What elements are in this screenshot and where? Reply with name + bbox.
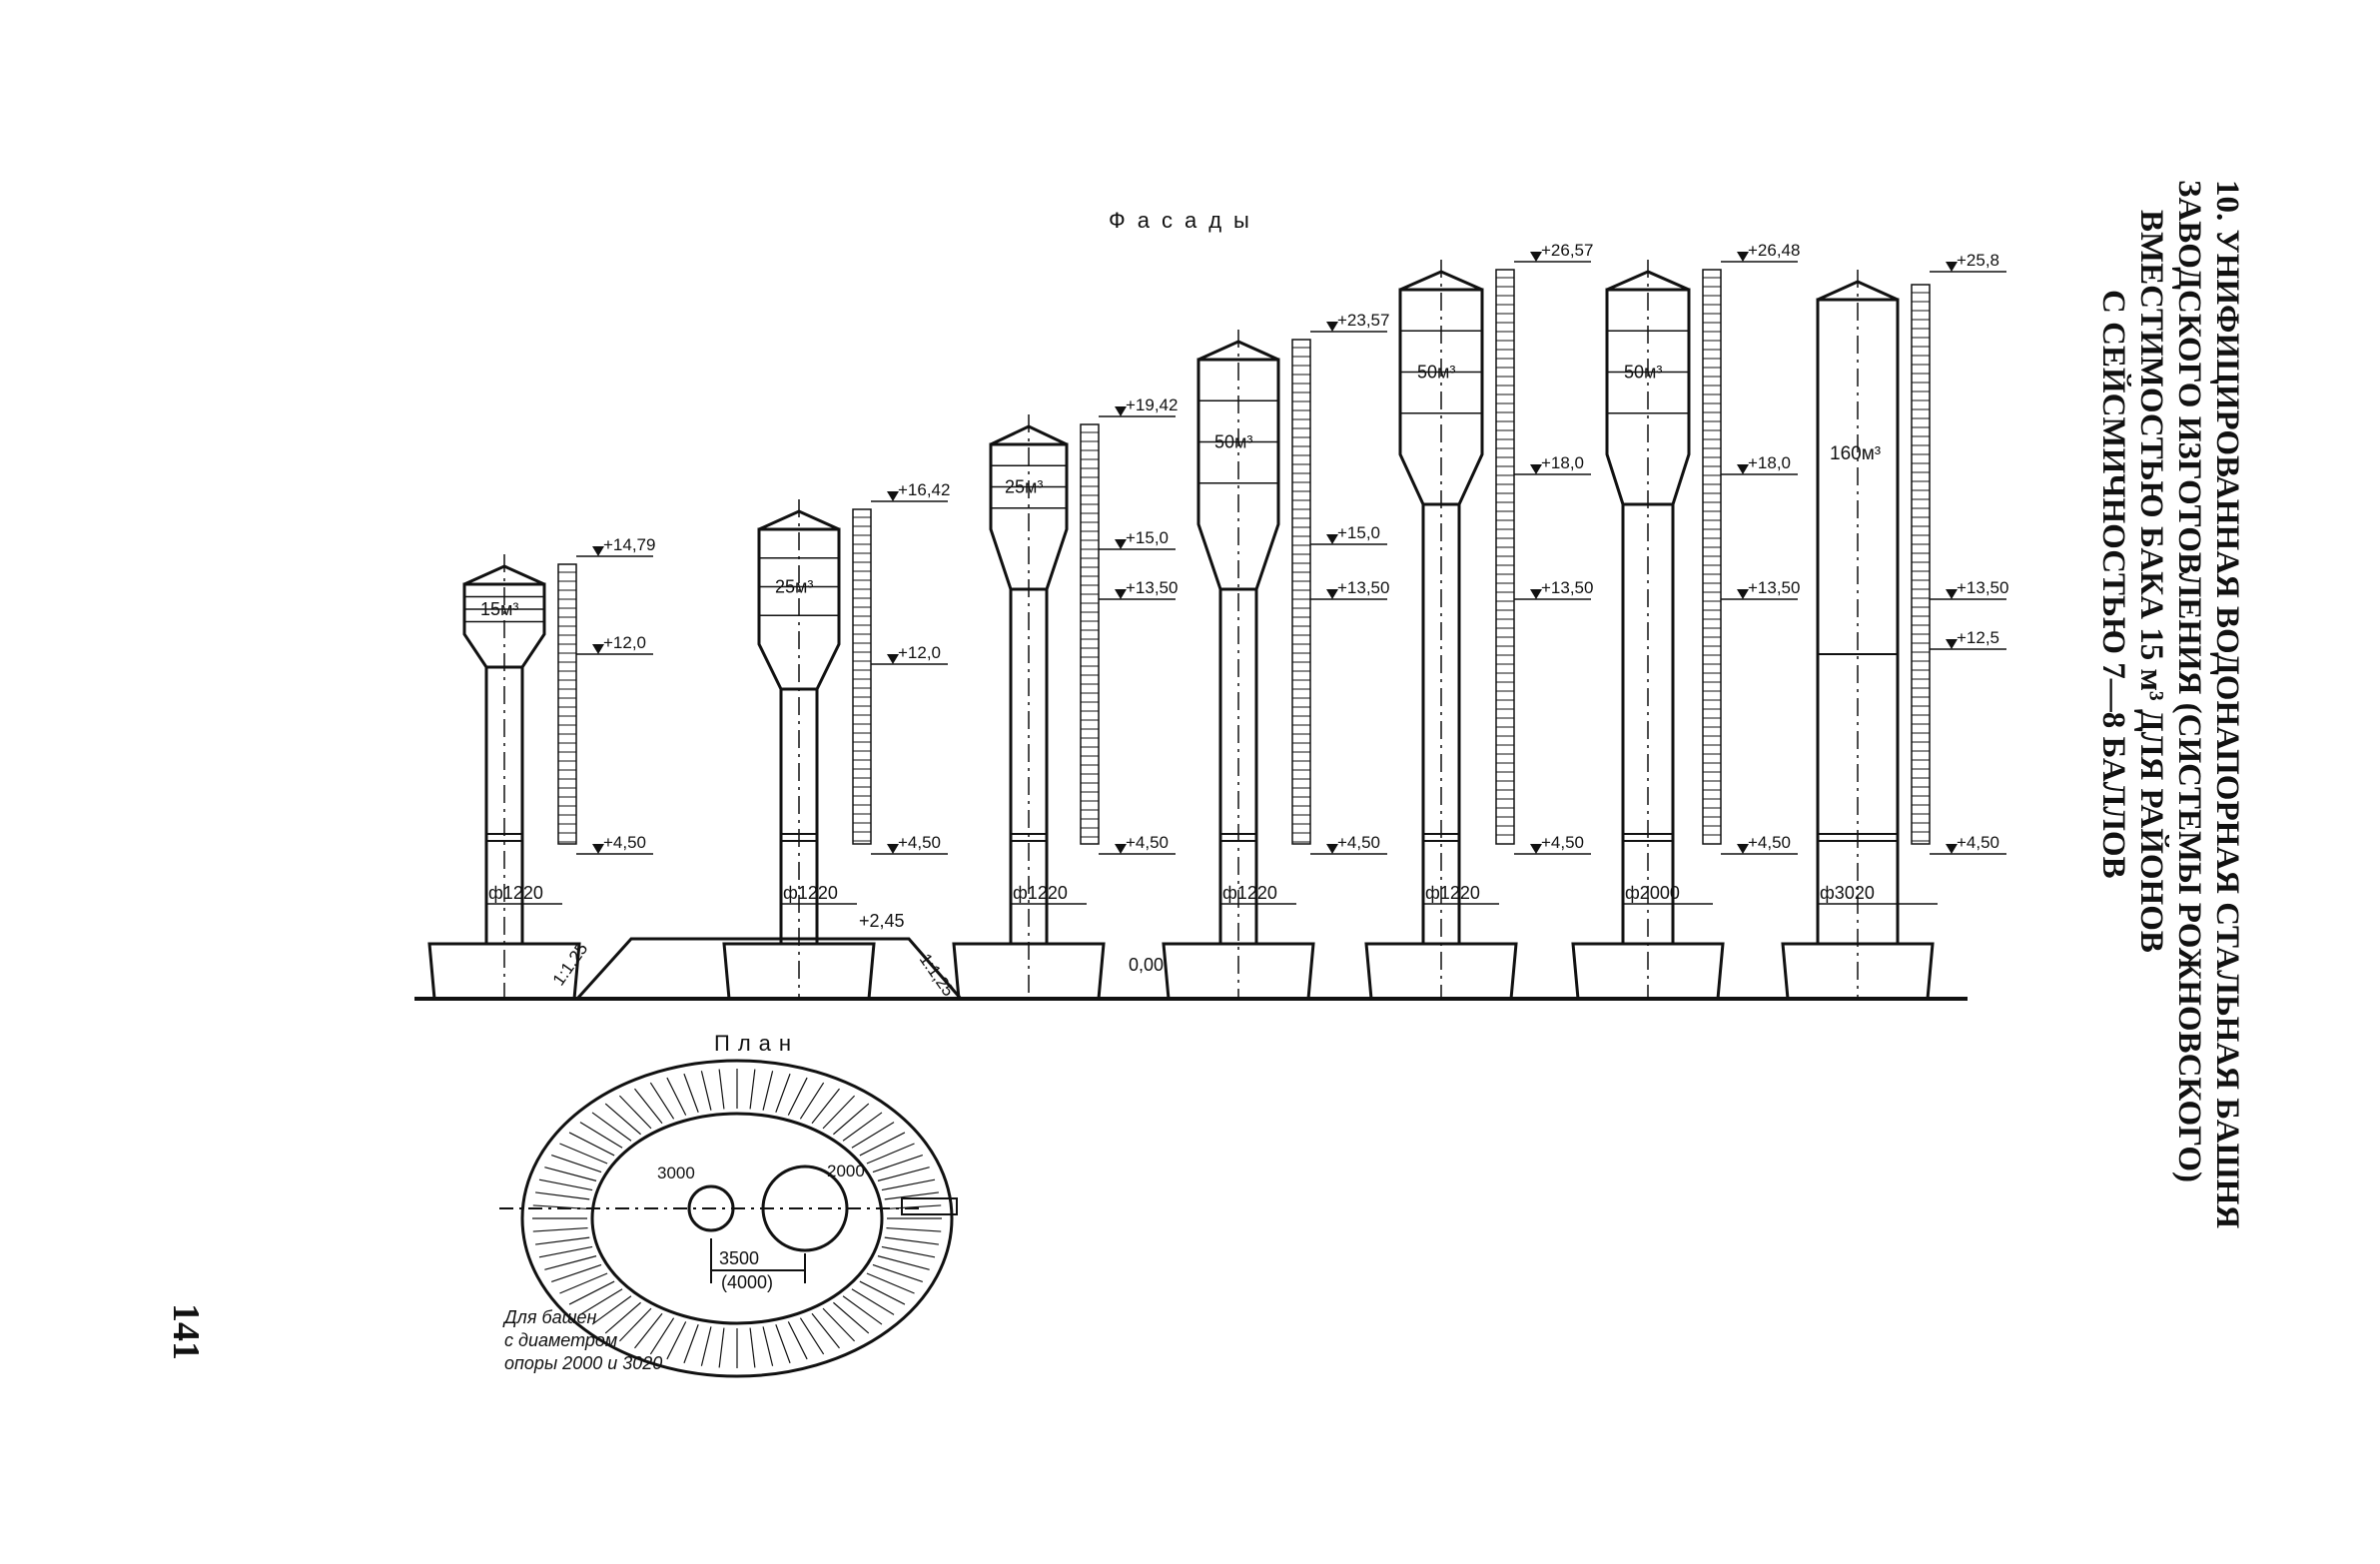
foundation [427, 942, 581, 1001]
tank-roof [1817, 280, 1899, 302]
tank-roof [1399, 270, 1483, 292]
elevation-top: +25,8 [1957, 251, 1999, 270]
support-diameter: ф2000 [1625, 883, 1680, 903]
tank-volume-label: 160м³ [1830, 443, 1881, 464]
embankment-level: +2,45 [859, 911, 905, 931]
tank-roof [1606, 270, 1690, 292]
elevation-platform: +13,50 [1126, 578, 1178, 597]
tank-volume-label: 50м³ [1417, 363, 1455, 383]
drawing-heading: 10. УНИФИЦИРОВАННАЯ ВОДОНАПОРНАЯ СТАЛЬНА… [2095, 180, 2245, 1228]
plan-dim-spacing: 3500 [719, 1248, 759, 1268]
elevation-top: +26,57 [1541, 241, 1593, 260]
elevation-mid: +12,5 [1957, 628, 1999, 647]
tank-volume-label: 25м³ [1005, 477, 1043, 497]
elevation-mid: +12,0 [603, 633, 646, 652]
embankment: 1:1,25 1:1,25 +2,45 [549, 911, 963, 1000]
plan-dim-spacing-alt: (4000) [721, 1272, 773, 1292]
access-ladder [1911, 284, 1931, 845]
plan-title: План [714, 1031, 799, 1056]
elevation-top: +16,42 [898, 480, 950, 499]
heading-line-1: 10. УНИФИЦИРОВАННАЯ ВОДОНАПОРНАЯ СТАЛЬНА… [2209, 180, 2245, 1228]
plan-view: 3000 2000 3500 (4000) [499, 1059, 958, 1378]
support-diameter: ф1220 [488, 883, 543, 903]
slope-left-label: 1:1,25 [549, 940, 592, 990]
support-diameter: ф1220 [783, 883, 838, 903]
plan-pipe-outlet [901, 1197, 958, 1215]
elevation-mid: +12,0 [898, 643, 941, 662]
plan-note-line-1: Для башен [502, 1307, 597, 1327]
plan-dim-small: 3000 [657, 1164, 695, 1182]
foundation [1162, 942, 1315, 1001]
ground-level-label: 0,00 [1129, 955, 1164, 975]
support-diameter: ф1220 [1425, 883, 1480, 903]
elevation-top: +14,79 [603, 535, 655, 554]
access-ladder [557, 563, 577, 845]
towers-group: 15м³ +14,79 +12,0 +4,50 ф1220 25м³ +16,42 +12,0… [427, 241, 2008, 1001]
elevation-mid: +15,0 [1337, 523, 1380, 542]
plan-inner-platform [590, 1112, 884, 1325]
slope-right-label: 1:1,25 [916, 950, 959, 1000]
elevation-platform: +13,50 [1337, 578, 1389, 597]
elevation-platform: +13,50 [1748, 578, 1800, 597]
elevation-platform: +13,50 [1957, 578, 2008, 597]
facades-title: Фасады [1109, 208, 1261, 233]
tank-roof [758, 509, 840, 531]
elevation-platform: +13,50 [1541, 578, 1593, 597]
tower-2: 25м³ +16,42 +12,0 +4,50 ф1220 [722, 480, 950, 1001]
tank-volume-label: 15м³ [480, 599, 518, 619]
heading-line-4: С СЕЙСМИЧНОСТЬЮ 7—8 БАЛЛОВ [2095, 290, 2132, 879]
elevation-low: +4,50 [1748, 833, 1791, 852]
foundation [722, 942, 876, 1001]
support-diameter: ф3020 [1820, 883, 1875, 903]
support-diameter: ф1220 [1222, 883, 1277, 903]
support-diameter: ф1220 [1013, 883, 1068, 903]
elevation-low: +4,50 [898, 833, 941, 852]
tank-volume-label: 50м³ [1624, 363, 1662, 383]
plan-note-line-3: опоры 2000 и 3020 [504, 1353, 662, 1373]
plan-slope-hatching [532, 1069, 942, 1368]
tower-4: 50м³ +23,57 +15,0 +13,50 +4,50 ф1220 [1162, 311, 1389, 1001]
tower-3: 25м³ +19,42 +15,0 +13,50 +4,50 ф1220 [952, 395, 1178, 1001]
elevation-low: +4,50 [1541, 833, 1584, 852]
tower-1: 15м³ +14,79 +12,0 +4,50 ф1220 [427, 535, 655, 1001]
elevation-low: +4,50 [603, 833, 646, 852]
elevation-low: +4,50 [1126, 833, 1169, 852]
elevation-mid: +15,0 [1126, 528, 1169, 547]
tank-roof [1197, 340, 1279, 362]
tank-roof [463, 564, 545, 586]
access-ladder [1291, 339, 1311, 845]
heading-line-3: ВМЕСТИМОСТЬЮ БАКА 15 м³ ДЛЯ РАЙОНОВ [2133, 210, 2170, 953]
page-number: 141 [165, 1303, 207, 1360]
elevation-top: +19,42 [1126, 395, 1178, 414]
elevation-low: +4,50 [1337, 833, 1380, 852]
access-ladder [852, 508, 872, 845]
plan-outer-embankment [520, 1059, 954, 1378]
plan-note: Для башен с диаметром опоры 2000 и 3020 [502, 1307, 662, 1373]
tower-6: 50м³ +26,48 +18,0 +13,50 +4,50 ф2000 [1571, 241, 1800, 1001]
foundation [1364, 942, 1518, 1001]
access-ladder [1080, 423, 1100, 845]
tank-volume-label: 25м³ [775, 577, 813, 597]
elevation-mid: +18,0 [1748, 453, 1791, 472]
tank-volume-label: 50м³ [1214, 432, 1252, 452]
heading-line-2: ЗАВОДСКОГО ИЗГОТОВЛЕНИЯ (СИСТЕМЫ РОЖНОВС… [2171, 180, 2207, 1182]
plan-note-line-2: с диаметром [504, 1330, 617, 1350]
tower-5: 50м³ +26,57 +18,0 +13,50 +4,50 ф1220 [1364, 241, 1593, 1001]
elevation-top: +26,48 [1748, 241, 1800, 260]
plan-dim-large: 2000 [827, 1162, 865, 1180]
elevation-mid: +18,0 [1541, 453, 1584, 472]
tower-7: 160м³ +25,8 +12,5 +13,50 +4,50 ф3020 [1781, 251, 2008, 1001]
elevation-low: +4,50 [1957, 833, 1999, 852]
tank-roof [990, 424, 1068, 446]
foundation [952, 942, 1106, 1001]
elevation-top: +23,57 [1337, 311, 1389, 330]
